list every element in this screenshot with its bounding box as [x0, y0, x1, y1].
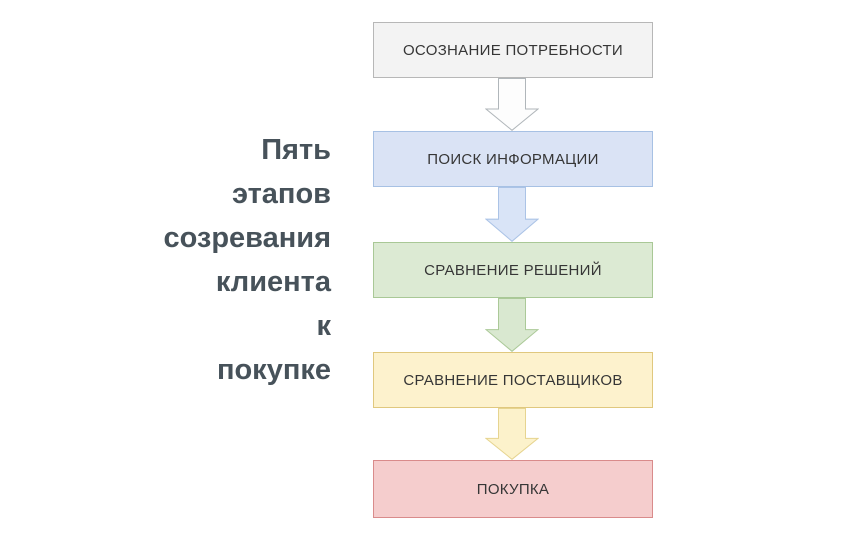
title-line-2: этапов — [231, 178, 331, 210]
stage-box-purchase: ПОКУПКА — [373, 460, 653, 518]
down-arrow-shape — [485, 187, 539, 242]
stage-label-need-recognition: ОСОЗНАНИЕ ПОТРЕБНОСТИ — [402, 41, 624, 59]
stage-label-solution-comparison: СРАВНЕНИЕ РЕШЕНИЙ — [424, 261, 602, 279]
title-line-6: покупке — [216, 354, 331, 386]
title-line-4: клиента — [215, 266, 331, 298]
title-line-5: к — [316, 310, 331, 342]
stage-label-information-search: ПОИСК ИНФОРМАЦИИ — [427, 150, 599, 168]
down-arrow-icon — [485, 298, 539, 352]
stage-box-vendor-comparison: СРАВНЕНИЕ ПОСТАВЩИКОВ — [373, 352, 653, 408]
stage-box-need-recognition: ОСОЗНАНИЕ ПОТРЕБНОСТИ — [373, 22, 653, 78]
down-arrow-icon — [485, 408, 539, 460]
title-line-1: Пять — [261, 134, 331, 166]
down-arrow-icon — [485, 187, 539, 242]
stage-label-purchase: ПОКУПКА — [476, 480, 550, 498]
down-arrow-shape — [485, 298, 539, 352]
stage-box-information-search: ПОИСК ИНФОРМАЦИИ — [373, 131, 653, 187]
down-arrow-icon — [485, 78, 539, 131]
down-arrow-shape — [485, 408, 539, 460]
stage-box-solution-comparison: СРАВНЕНИЕ РЕШЕНИЙ — [373, 242, 653, 298]
stage-label-vendor-comparison: СРАВНЕНИЕ ПОСТАВЩИКОВ — [403, 371, 623, 389]
title-line-3: созревания — [163, 222, 331, 254]
down-arrow-shape — [485, 78, 539, 131]
diagram-title: Пять этапов созревания клиента к покупке — [163, 128, 331, 392]
